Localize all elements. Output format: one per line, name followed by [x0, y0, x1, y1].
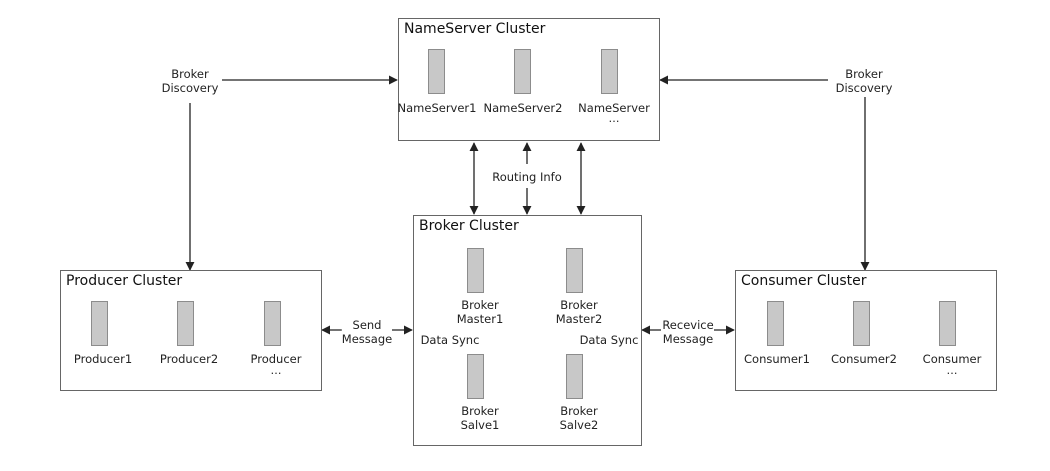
producer3-node [264, 301, 281, 346]
consumer-ellipsis: … [946, 364, 958, 377]
broker-salve2-node [566, 354, 583, 399]
consumer3-node [939, 301, 956, 346]
routing-info-label: Routing Info [492, 170, 562, 184]
broker-master1-node [467, 248, 484, 293]
broker-salve1-node [467, 354, 484, 399]
consumer2-node [853, 301, 870, 346]
nameserver3-node [601, 49, 618, 94]
broker-master1-label: Broker Master1 [456, 298, 504, 326]
broker-master2-node [566, 248, 583, 293]
producer2-label: Producer2 [159, 352, 219, 366]
nameserver-ellipsis: … [608, 112, 620, 125]
receive-message-label: Recevice Message [662, 318, 714, 346]
broker-master2-label: Broker Master2 [555, 298, 603, 326]
consumer1-node [767, 301, 784, 346]
broker-cluster-title: Broker Cluster [419, 218, 519, 234]
broker-discovery-left-label: Broker Discovery [161, 67, 219, 95]
nameserver2-label: NameServer2 [483, 101, 563, 115]
producer-ellipsis: … [270, 364, 282, 377]
consumer2-label: Consumer2 [831, 352, 897, 366]
nameserver1-label: NameServer1 [397, 101, 477, 115]
consumer1-label: Consumer1 [744, 352, 810, 366]
broker-salve1-label: Broker Salve1 [460, 404, 500, 432]
producer3-label: Producer [250, 352, 302, 366]
producer-cluster-title: Producer Cluster [66, 273, 183, 289]
producer1-label: Producer1 [73, 352, 133, 366]
broker-cluster: Broker Cluster [413, 215, 642, 446]
data-sync-right-label: Data Sync [579, 333, 639, 347]
producer2-node [177, 301, 194, 346]
send-message-label: Send Message [341, 318, 393, 346]
consumer-cluster-title: Consumer Cluster [741, 273, 867, 289]
nameserver3-label: NameServer [578, 101, 650, 115]
data-sync-left-label: Data Sync [420, 333, 480, 347]
consumer3-label: Consumer [922, 352, 982, 366]
broker-discovery-right-label: Broker Discovery [835, 67, 893, 95]
producer1-node [91, 301, 108, 346]
nameserver1-node [428, 49, 445, 94]
nameserver2-node [514, 49, 531, 94]
broker-salve2-label: Broker Salve2 [559, 404, 599, 432]
nameserver-cluster-title: NameServer Cluster [404, 21, 546, 37]
